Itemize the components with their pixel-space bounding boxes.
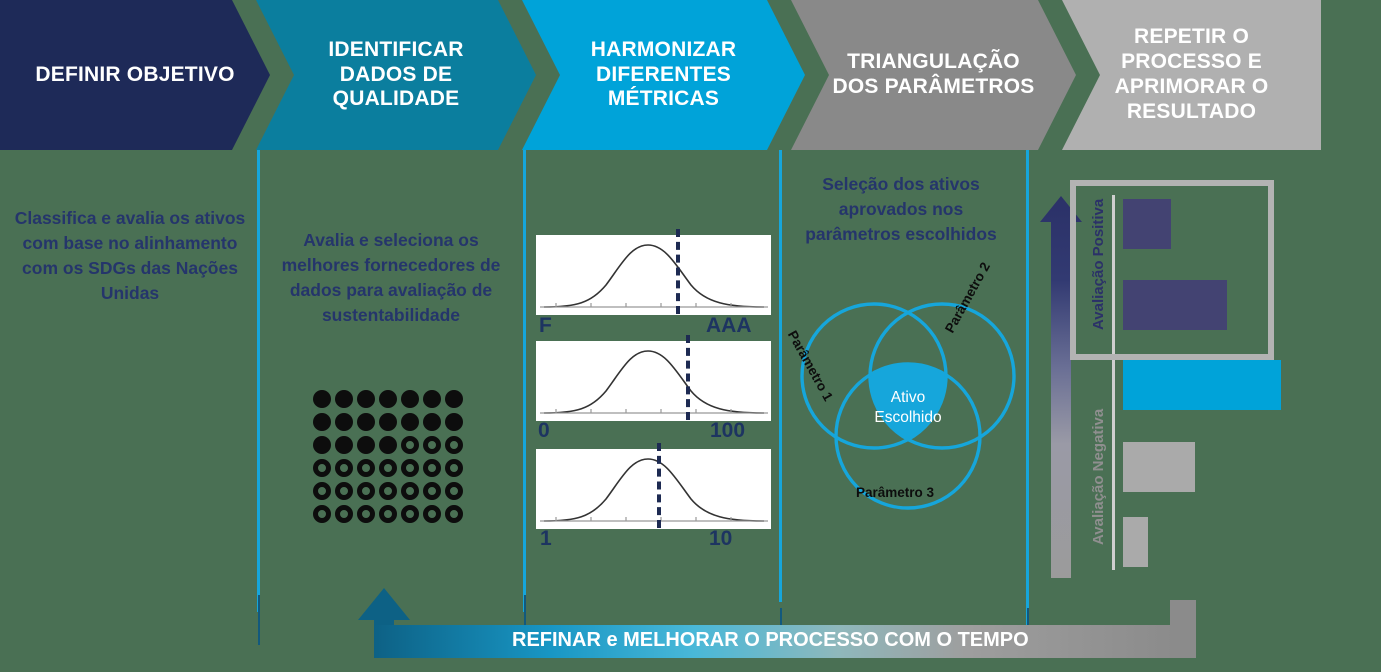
data-dot-1-5	[401, 390, 419, 408]
data-dot-6-7	[445, 505, 463, 523]
data-dot-5-3	[357, 482, 375, 500]
process-step-4-label: TRIANGULAÇÃO DOS PARÂMETROS	[832, 50, 1035, 98]
metric-2-max-label: 100	[710, 419, 746, 442]
data-dot-3-7	[445, 436, 463, 454]
data-dot-6-6	[423, 505, 441, 523]
data-dot-3-3	[357, 436, 375, 454]
result-bar-4	[1123, 442, 1195, 492]
data-dot-1-6	[423, 390, 441, 408]
process-step-2[interactable]: IDENTIFICAR DADOS DE QUALIDADE	[256, 0, 536, 150]
data-dot-1-7	[445, 390, 463, 408]
process-step-3[interactable]: HARMONIZAR DIFERENTES MÉTRICAS	[522, 0, 805, 150]
data-dot-4-3	[357, 459, 375, 477]
metric-2-min-label: 0	[538, 419, 550, 442]
data-dot-6-5	[401, 505, 419, 523]
refine-loop-riser	[1170, 600, 1196, 658]
venn-center-line-2: Escolhido	[874, 408, 942, 426]
data-dot-5-6	[423, 482, 441, 500]
data-dot-4-6	[423, 459, 441, 477]
data-dot-6-1	[313, 505, 331, 523]
data-dot-3-4	[379, 436, 397, 454]
data-dot-3-5	[401, 436, 419, 454]
bell-curve-1-svg	[540, 244, 768, 308]
data-quality-dot-grid	[313, 390, 467, 528]
data-dot-4-7	[445, 459, 463, 477]
refine-loop-arrow-head	[358, 588, 410, 628]
result-bar-1	[1123, 199, 1171, 249]
data-dot-2-5	[401, 413, 419, 431]
venn-label-parametro-3: Parâmetro 3	[856, 485, 935, 500]
result-bar-2	[1123, 280, 1227, 330]
bell-curve-3-svg	[540, 458, 768, 522]
data-dot-6-4	[379, 505, 397, 523]
data-dot-2-2	[335, 413, 353, 431]
data-dot-6-2	[335, 505, 353, 523]
data-dot-2-4	[379, 413, 397, 431]
metric-threshold-1	[676, 229, 680, 314]
venn-center-label: Ativo Escolhido	[848, 388, 968, 428]
data-dot-2-1	[313, 413, 331, 431]
metric-3-max-label: 10	[709, 527, 733, 550]
process-step-5-label: REPETIR O PROCESSO E APRIMORAR O RESULTA…	[1114, 25, 1269, 123]
data-dot-1-3	[357, 390, 375, 408]
data-dot-3-2	[335, 436, 353, 454]
column-divider-2	[523, 150, 526, 612]
data-dot-5-1	[313, 482, 331, 500]
process-step-3-label: HARMONIZAR DIFERENTES MÉTRICAS	[590, 37, 737, 111]
parameter-venn-diagram: Parâmetro 1 Parâmetro 2 Parâmetro 3 Ativ…	[785, 260, 1026, 520]
process-step-1[interactable]: DEFINIR OBJETIVO	[0, 0, 270, 150]
data-dot-4-1	[313, 459, 331, 477]
data-dot-4-4	[379, 459, 397, 477]
bar-chart-axis	[1112, 195, 1115, 570]
metric-threshold-3	[657, 443, 661, 528]
evaluation-gradient-arrow	[1040, 196, 1082, 578]
data-dot-5-5	[401, 482, 419, 500]
metric-chart-3	[536, 449, 771, 529]
data-dot-2-3	[357, 413, 375, 431]
data-dot-6-3	[357, 505, 375, 523]
result-bar-5	[1123, 517, 1148, 567]
refine-loop-label: REFINAR e MELHORAR O PROCESSO COM O TEMP…	[512, 629, 1029, 651]
column-divider-4	[1026, 150, 1029, 632]
process-step-4[interactable]: TRIANGULAÇÃO DOS PARÂMETROS	[791, 0, 1076, 150]
data-dot-2-6	[423, 413, 441, 431]
gradient-arrow-svg	[1040, 196, 1082, 578]
data-dot-3-1	[313, 436, 331, 454]
metric-chart-2	[536, 341, 771, 421]
data-dot-1-1	[313, 390, 331, 408]
venn-svg	[800, 302, 1016, 510]
metric-chart-1	[536, 235, 771, 315]
column-divider-1	[257, 150, 260, 612]
data-dot-5-2	[335, 482, 353, 500]
data-dot-1-4	[379, 390, 397, 408]
metric-3-min-label: 1	[540, 527, 552, 550]
venn-center-line-1: Ativo	[890, 389, 926, 406]
refine-loop-bar	[374, 625, 1174, 658]
process-step-5[interactable]: REPETIR O PROCESSO E APRIMORAR O RESULTA…	[1062, 0, 1321, 150]
column-divider-1-dark	[258, 595, 260, 645]
process-step-2-label: IDENTIFICAR DADOS DE QUALIDADE	[328, 37, 464, 111]
refine-arrow-svg	[358, 588, 410, 628]
metric-threshold-2	[686, 335, 690, 420]
data-dot-5-4	[379, 482, 397, 500]
result-bar-3	[1123, 360, 1281, 410]
approved-highlight-frame	[1070, 180, 1274, 360]
column-divider-2-dark	[524, 595, 526, 645]
column-divider-3	[779, 150, 782, 602]
data-dot-1-2	[335, 390, 353, 408]
metric-1-min-label: F	[539, 314, 552, 337]
data-dot-2-7	[445, 413, 463, 431]
column-2-description: Avalia e seleciona os melhores fornecedo…	[281, 230, 501, 325]
data-dot-4-5	[401, 459, 419, 477]
data-dot-3-6	[423, 436, 441, 454]
metric-1-max-label: AAA	[706, 314, 752, 337]
axis-label-negative: Avaliação Negativa	[1090, 408, 1107, 545]
bell-curve-2-svg	[540, 350, 768, 414]
column-1-description: Classifica e avalia os ativos com base n…	[14, 208, 246, 303]
data-dot-4-2	[335, 459, 353, 477]
data-dot-5-7	[445, 482, 463, 500]
column-4-description: Seleção dos ativos aprovados nos parâmet…	[805, 174, 997, 244]
process-step-1-label: DEFINIR OBJETIVO	[35, 62, 235, 86]
